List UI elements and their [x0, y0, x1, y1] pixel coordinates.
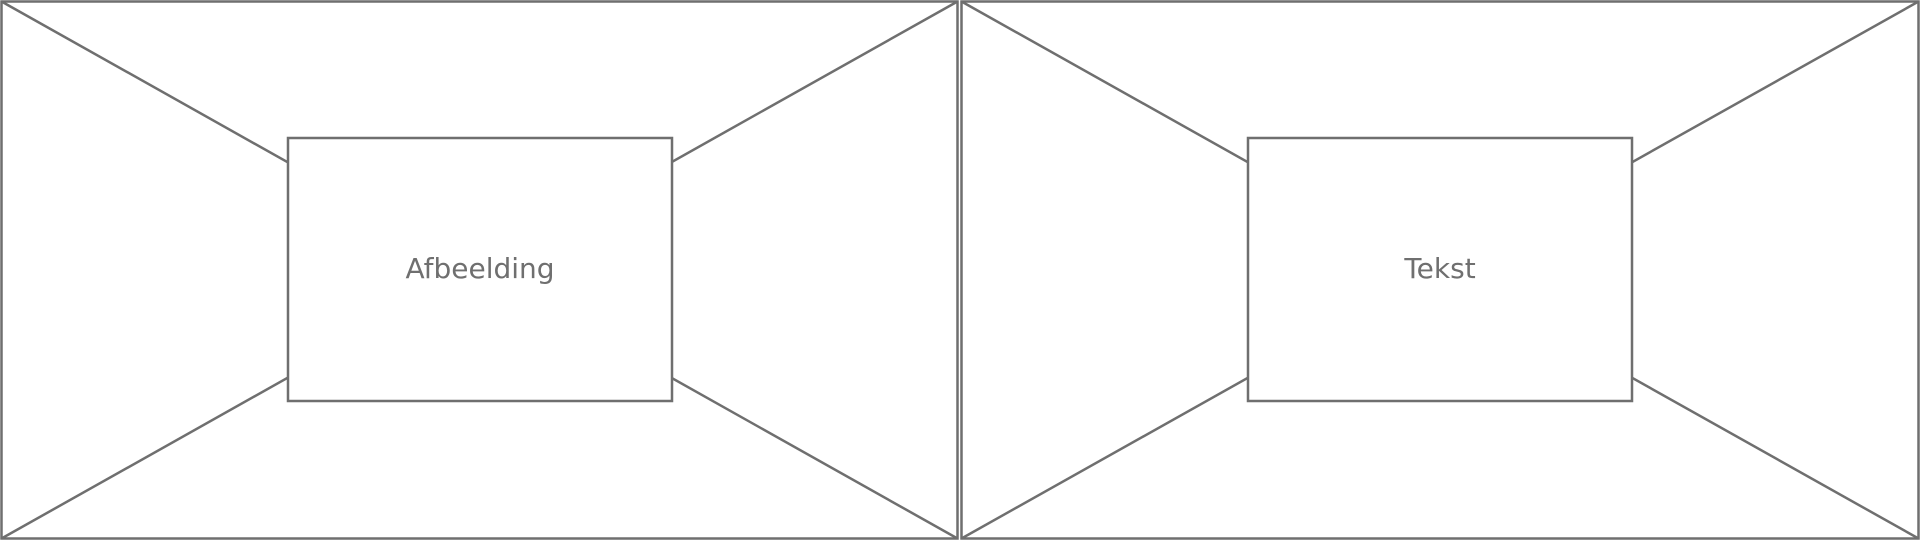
panel-label-tekst: Tekst — [1403, 252, 1475, 285]
panel-label-afbeelding: Afbeelding — [405, 252, 554, 285]
label-box — [1246, 136, 1634, 403]
image-placeholder-panel: Afbeelding — [0, 0, 959, 540]
text-placeholder-panel: Tekst — [960, 0, 1920, 540]
label-box — [286, 136, 674, 403]
